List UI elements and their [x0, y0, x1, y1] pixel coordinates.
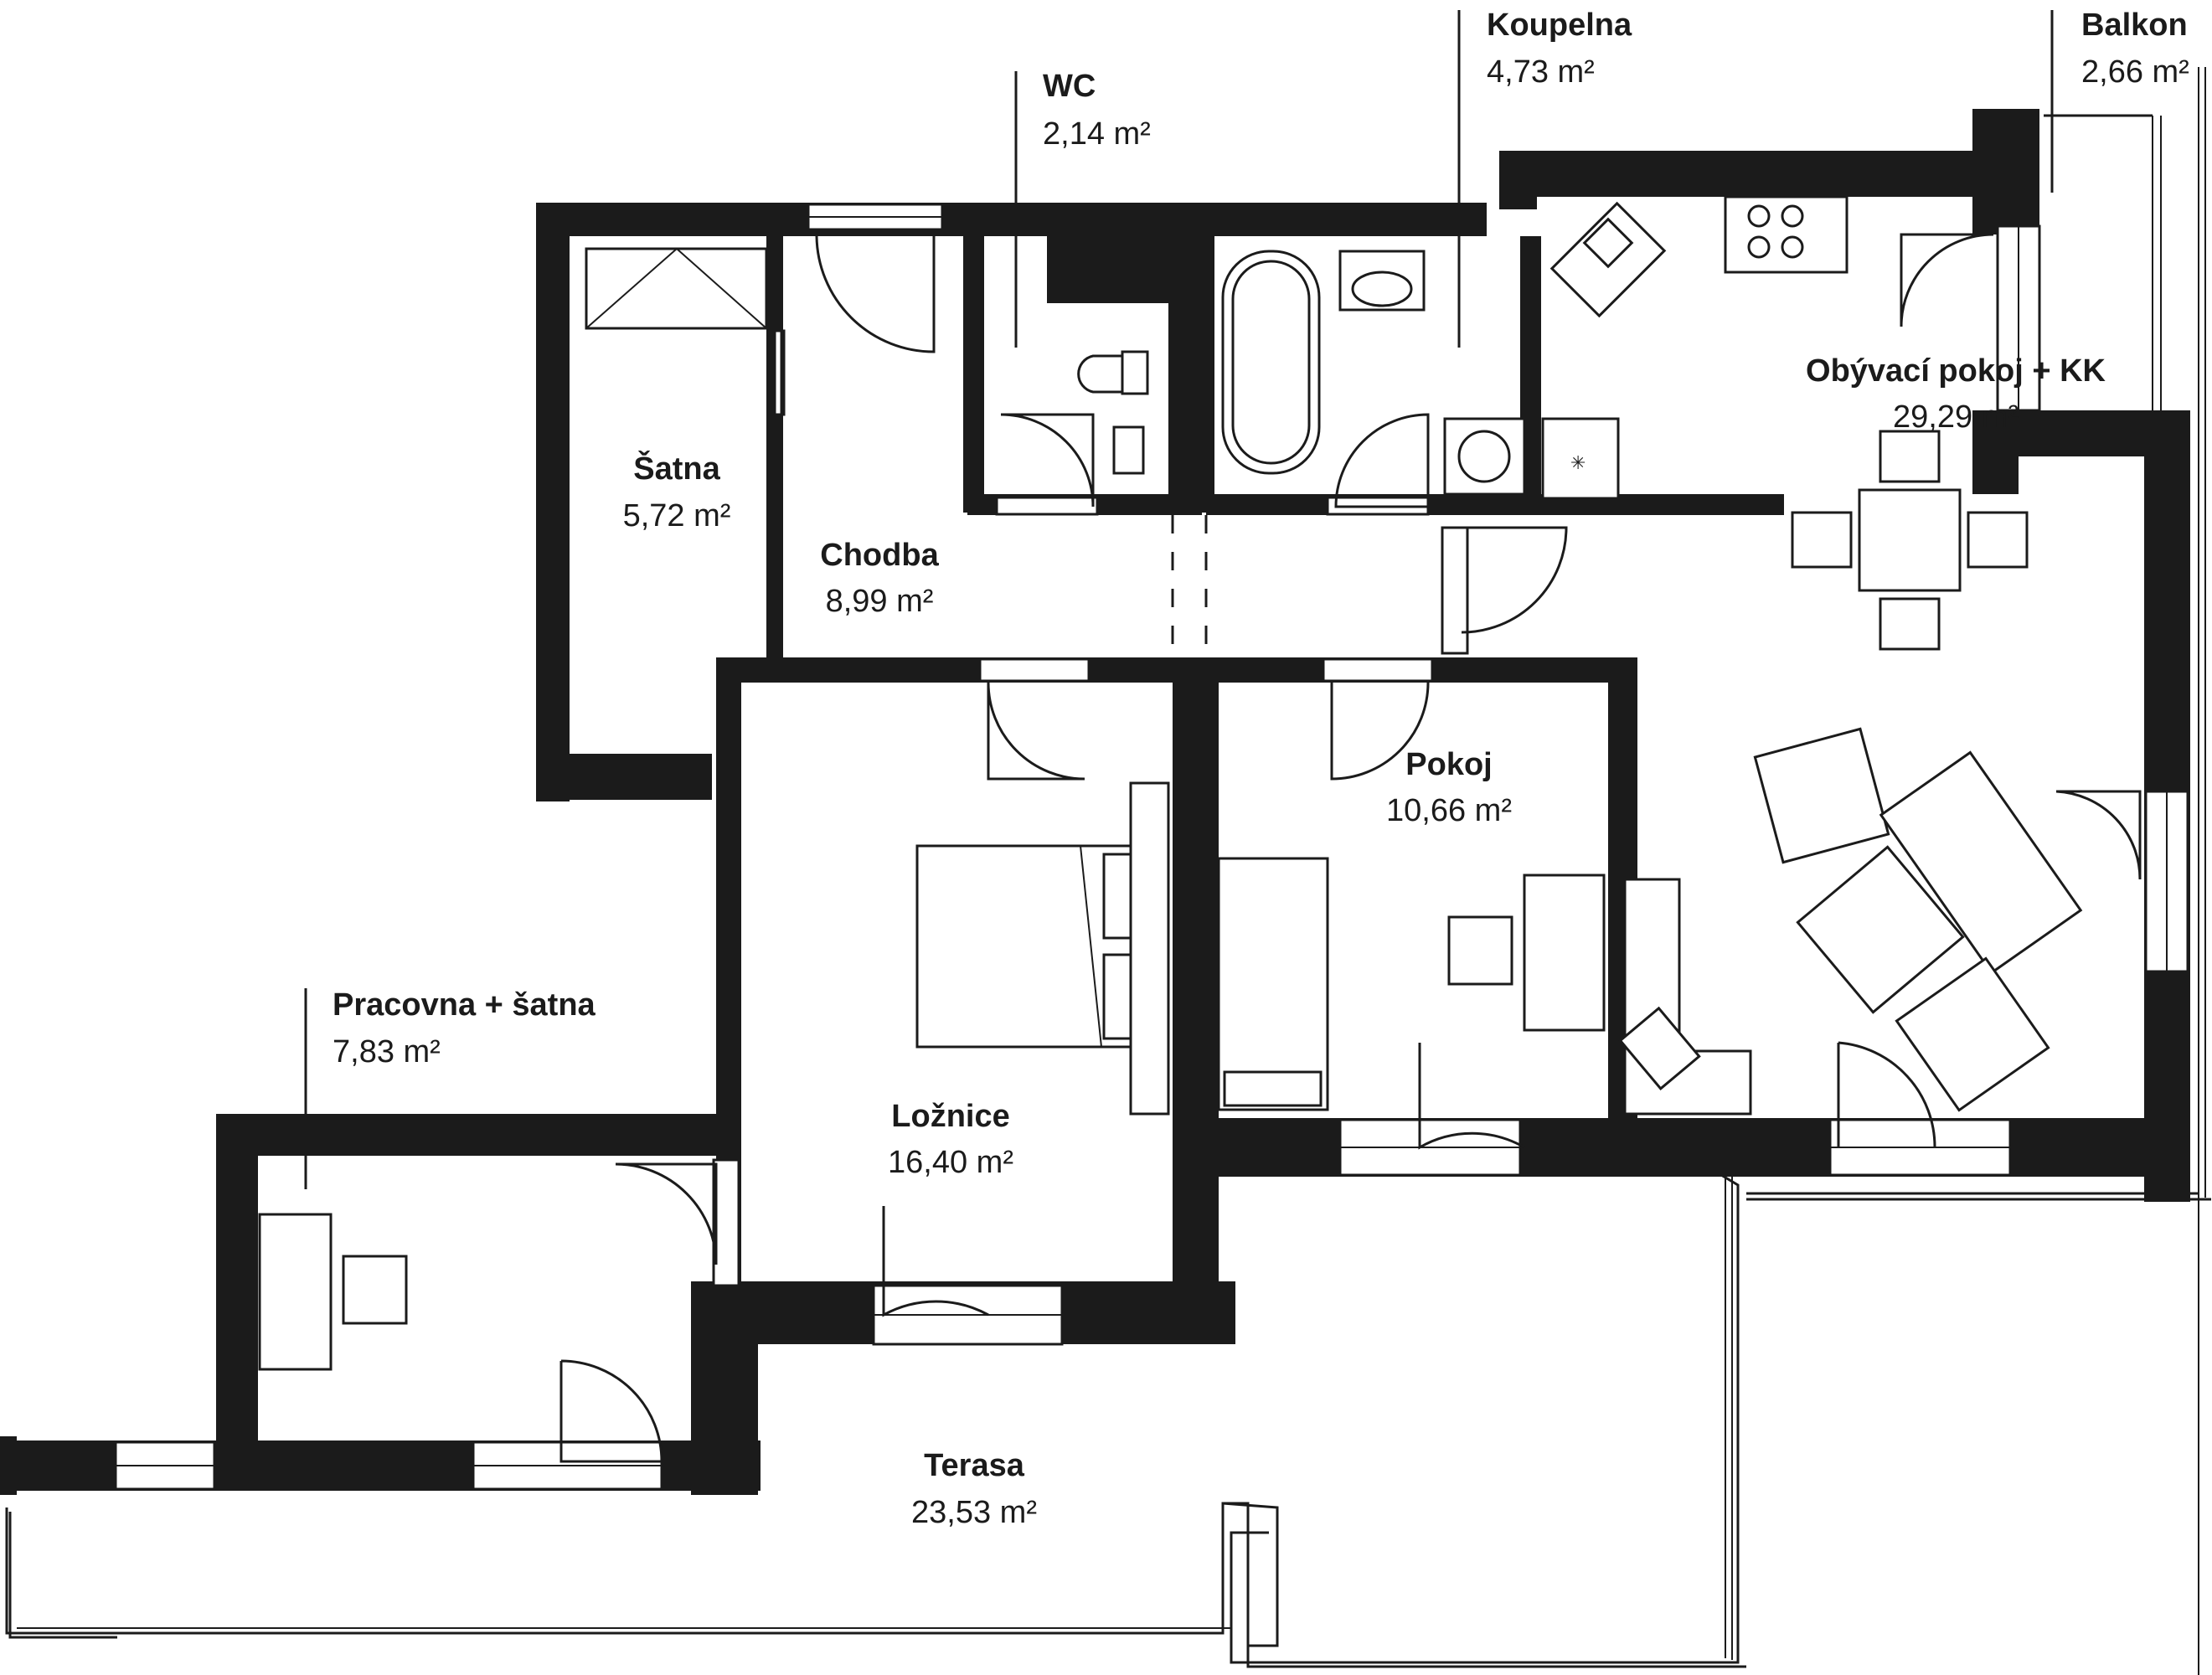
- label-terasa-area: 23,53 m²: [911, 1495, 1037, 1530]
- label-chodba-name: Chodba: [820, 538, 939, 573]
- label-pokoj-area: 10,66 m²: [1386, 793, 1512, 828]
- label-pracovna-name: Pracovna + šatna: [333, 987, 596, 1023]
- label-wc-area: 2,14 m²: [1043, 116, 1151, 152]
- furniture: ✳: [258, 195, 2083, 1371]
- label-loznice-name: Ložnice: [891, 1099, 1009, 1134]
- balcony-railing: [2044, 67, 2206, 1198]
- label-balkon-name: Balkon: [2081, 8, 2188, 43]
- label-wc-name: WC: [1043, 69, 1096, 104]
- label-pokoj-name: Pokoj: [1405, 747, 1492, 782]
- label-pracovna-area: 7,83 m²: [333, 1034, 441, 1069]
- leader-lines: [304, 10, 2054, 1189]
- dashed-passage: [1171, 515, 1208, 657]
- terrace-outline: [5, 1171, 2211, 1675]
- label-loznice-area: 16,40 m²: [888, 1145, 1013, 1180]
- label-obyvaci-name: Obývací pokoj + KK: [1806, 353, 2106, 389]
- label-satna-area: 5,72 m²: [623, 498, 731, 533]
- label-obyvaci-area: 29,29 m²: [1893, 399, 2019, 435]
- svg-text:✳: ✳: [1570, 453, 1586, 474]
- room-labels: WC 2,14 m² Koupelna 4,73 m² Balkon 2,66 …: [333, 8, 2189, 1530]
- label-chodba-area: 8,99 m²: [826, 584, 934, 619]
- label-koupelna-name: Koupelna: [1487, 8, 1632, 43]
- label-balkon-area: 2,66 m²: [2081, 54, 2189, 90]
- label-koupelna-area: 4,73 m²: [1487, 54, 1595, 90]
- windows: [114, 203, 2189, 1491]
- label-satna-name: Šatna: [633, 449, 720, 487]
- doors: [559, 233, 2142, 1463]
- label-terasa-name: Terasa: [924, 1448, 1025, 1483]
